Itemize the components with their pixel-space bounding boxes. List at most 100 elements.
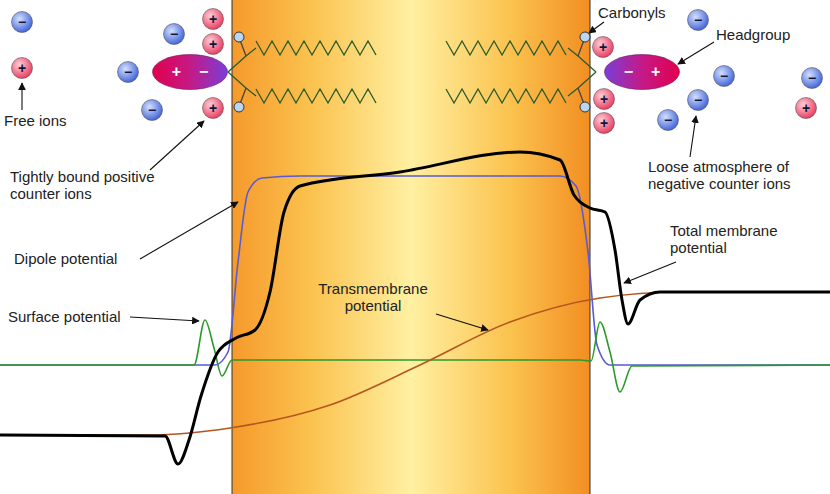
positive-ion: + — [592, 36, 614, 58]
hydrocarbon-chain — [446, 41, 566, 55]
headgroup-dipole: +− — [152, 54, 228, 90]
callout-label: Dipole potential — [14, 250, 144, 267]
callout-label: Free ions — [4, 112, 94, 129]
charge-sign: − — [694, 13, 702, 27]
node-body: − — [687, 9, 709, 31]
node-shape — [12, 58, 33, 79]
carbonyl-groups — [234, 32, 590, 112]
carbonyl-stick — [240, 40, 584, 104]
node-shape — [688, 90, 709, 111]
node-body: − — [117, 61, 139, 83]
charge-sign: − — [18, 15, 26, 29]
leader-arrow — [624, 262, 676, 283]
charge-sign: − — [170, 27, 178, 41]
carbonyl — [234, 102, 244, 112]
charge-sign: − — [124, 65, 132, 79]
node-body: − — [11, 11, 33, 33]
positive-ion: + — [11, 57, 33, 79]
charge-sign: + — [600, 92, 608, 106]
node-body: − — [163, 23, 185, 45]
charge-sign: + — [18, 61, 26, 75]
leader-arrow — [436, 314, 488, 330]
total-membrane-potential-curve — [0, 152, 830, 464]
node-outline — [604, 54, 680, 90]
node-shape — [142, 100, 163, 121]
node-body: − — [713, 65, 735, 87]
leader-arrow — [150, 121, 204, 170]
node-body: + — [202, 97, 224, 119]
callout-label: Transmembrane potential — [298, 280, 448, 314]
carbonyl — [234, 32, 244, 42]
surface-potential-curve — [0, 320, 830, 392]
node-shape — [658, 110, 679, 131]
negative-ion: − — [117, 61, 139, 83]
node-shape — [593, 37, 614, 58]
node-shape — [203, 9, 224, 30]
negative-ion: − — [687, 9, 709, 31]
node-body: − — [657, 109, 679, 131]
headgroup-dipole: −+ — [604, 54, 680, 90]
node-body: + — [202, 8, 224, 30]
dipole-potential-curve — [0, 176, 830, 365]
leader-arrow — [589, 22, 604, 33]
carbonyl — [580, 102, 590, 112]
node-body: + — [795, 97, 817, 119]
node-shape — [164, 24, 185, 45]
node-shape — [802, 68, 823, 89]
callout-label: Headgroup — [716, 26, 816, 43]
positive-ion: + — [202, 8, 224, 30]
node-body: +− — [152, 54, 228, 90]
node-body: − — [141, 99, 163, 121]
charge-sign: + — [802, 101, 810, 115]
bilayer-band — [232, 0, 590, 494]
node-shape — [594, 89, 615, 110]
node-body: + — [593, 88, 615, 110]
callout-label: Total membrane potential — [670, 222, 820, 256]
node-shape — [203, 98, 224, 119]
node-shape — [153, 55, 228, 90]
membrane-edge — [590, 0, 591, 494]
node-shape — [12, 12, 33, 33]
hydrocarbon-chain — [256, 89, 376, 103]
negative-ion: − — [687, 89, 709, 111]
node-shape — [714, 66, 735, 87]
callout-label: Carbonyls — [598, 4, 698, 21]
charge-sign: + — [209, 101, 217, 115]
carbonyl — [580, 32, 590, 42]
node-body: + — [593, 112, 615, 134]
leader-arrow — [678, 42, 714, 64]
charge-sign: − — [148, 103, 156, 117]
charge-sign: + — [209, 37, 217, 51]
positive-ion: + — [202, 33, 224, 55]
potential-curves — [0, 152, 830, 464]
node-body: − — [687, 89, 709, 111]
node-outline — [152, 54, 228, 90]
negative-ion: − — [163, 23, 185, 45]
charge-sign: + — [651, 65, 660, 79]
charge-sign: − — [720, 69, 728, 83]
negative-ion: − — [657, 109, 679, 131]
hydrocarbon-chain — [256, 41, 376, 55]
charge-sign: + — [600, 116, 608, 130]
node-shape — [203, 34, 224, 55]
node-shape — [796, 98, 817, 119]
node-body: − — [801, 67, 823, 89]
negative-ion: − — [141, 99, 163, 121]
charge-sign: − — [624, 65, 633, 79]
charge-sign: − — [664, 113, 672, 127]
node-body: + — [202, 33, 224, 55]
membrane-edge — [232, 0, 233, 494]
node-body: + — [11, 57, 33, 79]
node-shape — [594, 113, 615, 134]
charge-sign: − — [199, 65, 208, 79]
positive-ion: + — [593, 112, 615, 134]
positive-ion: + — [795, 97, 817, 119]
negative-ion: − — [801, 67, 823, 89]
node-body: −+ — [604, 54, 680, 90]
charge-sign: + — [599, 40, 607, 54]
negative-ion: − — [713, 65, 735, 87]
leader-arrow — [21, 83, 22, 110]
leader-arrow — [130, 317, 199, 321]
callout-label: Tightly bound positive counter ions — [10, 168, 160, 202]
leader-arrow — [140, 202, 238, 259]
